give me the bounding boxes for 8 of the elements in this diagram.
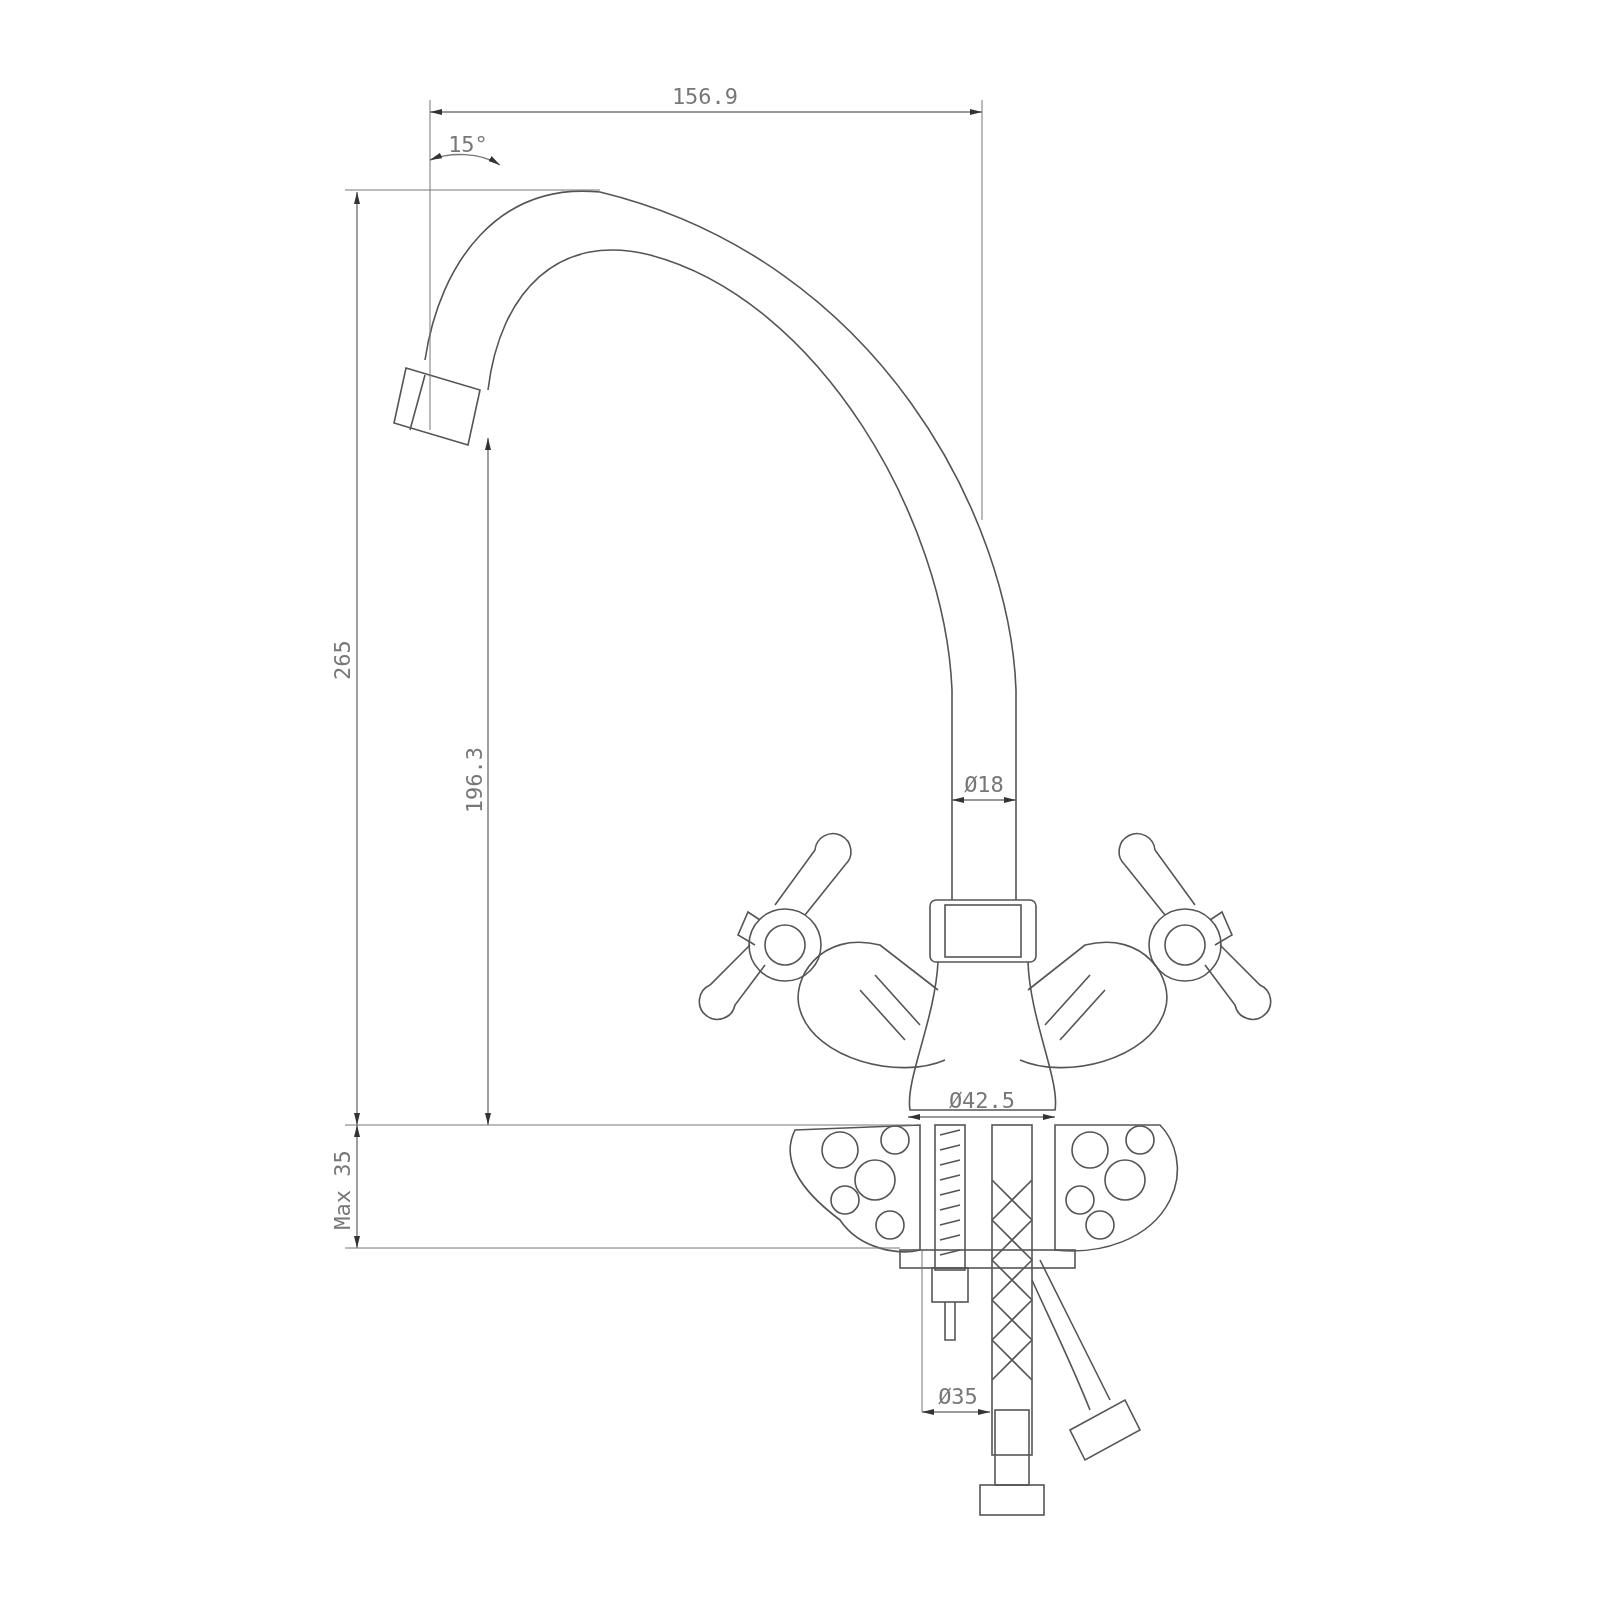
dimension-label: 265 <box>330 640 355 680</box>
dimension-label: Ø18 <box>964 772 1004 797</box>
dimension-label: Ø42.5 <box>948 1088 1016 1113</box>
dimension-label: 15° <box>448 132 488 157</box>
dimension-label: Ø35 <box>938 1384 978 1409</box>
dimension-label: 156.9 <box>671 84 739 109</box>
dimension-label: 196.3 <box>462 746 487 814</box>
dimension-label: Max 35 <box>330 1150 355 1230</box>
